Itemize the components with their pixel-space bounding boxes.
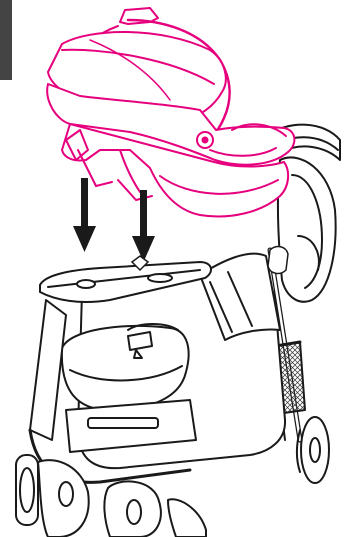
front-wheel-right [104, 481, 206, 537]
down-arrow-icon [73, 178, 96, 252]
front-wheel-left [16, 455, 89, 537]
stroller-front-frame [30, 300, 66, 440]
harness-buckle [128, 332, 152, 350]
rear-wheel [297, 417, 329, 483]
attach-arrows [73, 178, 155, 262]
